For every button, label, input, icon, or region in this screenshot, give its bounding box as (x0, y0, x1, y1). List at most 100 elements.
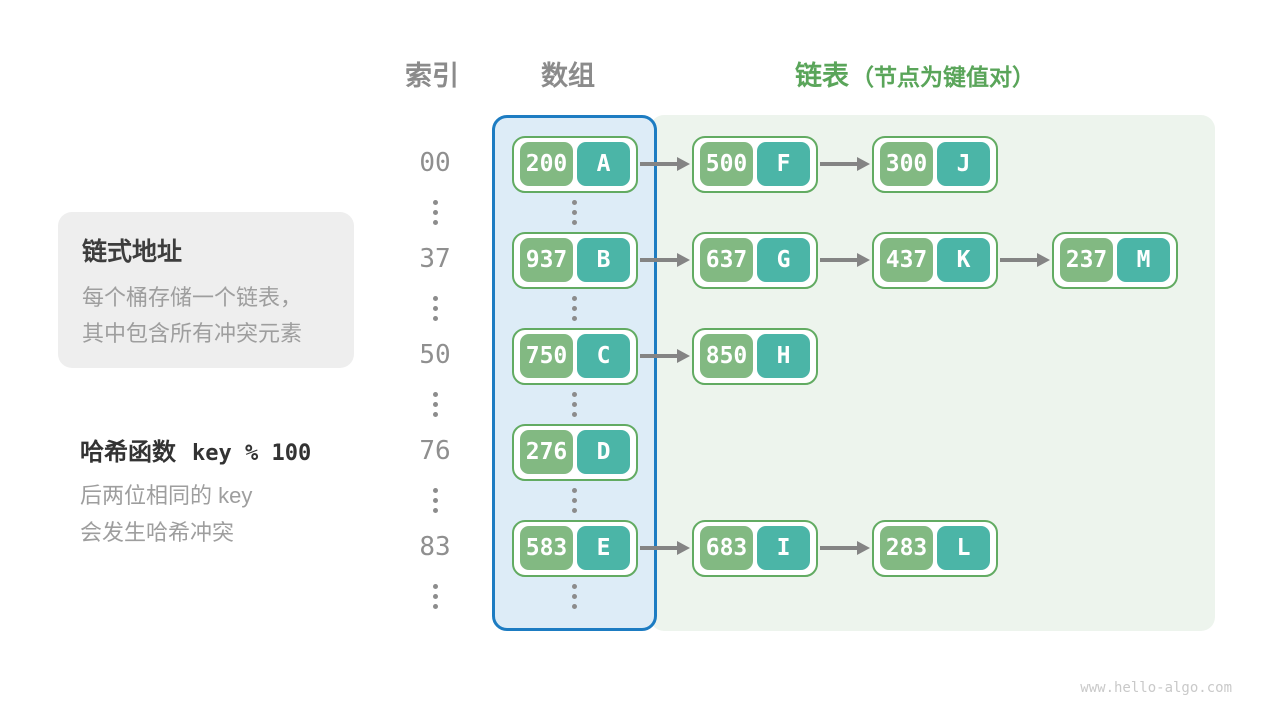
dot (572, 220, 577, 225)
ellipsis-dots (572, 584, 577, 609)
key-cell: 683 (700, 526, 753, 570)
next-pointer-arrow (640, 348, 690, 363)
index-label: 00 (419, 148, 451, 178)
next-pointer-arrow (1000, 252, 1050, 267)
dot (572, 412, 577, 417)
dot (433, 508, 438, 513)
key-cell: 200 (520, 142, 573, 186)
hash-note-line: 后两位相同的 key (80, 483, 253, 508)
dot (433, 392, 438, 397)
index-label: 76 (419, 436, 451, 466)
hash-note-line: 会发生哈希冲突 (80, 520, 235, 545)
value-cell: E (577, 526, 630, 570)
dot (572, 594, 577, 599)
value-cell: M (1117, 238, 1170, 282)
watermark: www.hello-algo.com (1080, 680, 1232, 696)
hash-function-note: 哈希函数 key % 100 后两位相同的 key 会发生哈希冲突 (80, 432, 311, 551)
dot (572, 584, 577, 589)
callout-line: 其中包含所有冲突元素 (82, 321, 303, 346)
ellipsis-dots (433, 296, 438, 321)
key-cell: 283 (880, 526, 933, 570)
dot (433, 584, 438, 589)
ellipsis-dots (433, 488, 438, 513)
key-cell: 583 (520, 526, 573, 570)
value-cell: B (577, 238, 630, 282)
dot (433, 316, 438, 321)
list-header-note: （节点为键值对） (851, 64, 1035, 90)
dot (433, 200, 438, 205)
dot (572, 306, 577, 311)
callout-box: 链式地址 每个桶存储一个链表， 其中包含所有冲突元素 (58, 212, 354, 368)
column-header-index: 索引 (405, 61, 459, 91)
value-cell: L (937, 526, 990, 570)
dot (433, 220, 438, 225)
key-cell: 276 (520, 430, 573, 474)
next-pointer-arrow (640, 252, 690, 267)
callout-title: 链式地址 (82, 238, 183, 266)
key-cell: 937 (520, 238, 573, 282)
next-pointer-arrow (820, 156, 870, 171)
value-cell: H (757, 334, 810, 378)
dot (572, 604, 577, 609)
dot (433, 488, 438, 493)
dot (433, 412, 438, 417)
value-cell: D (577, 430, 630, 474)
value-cell: F (757, 142, 810, 186)
key-cell: 300 (880, 142, 933, 186)
next-pointer-arrow (820, 540, 870, 555)
index-label: 37 (419, 244, 451, 274)
callout-line: 每个桶存储一个链表， (82, 285, 303, 310)
index-label: 50 (419, 340, 451, 370)
ellipsis-dots (572, 200, 577, 225)
key-cell: 500 (700, 142, 753, 186)
dot (433, 210, 438, 215)
next-pointer-arrow (640, 156, 690, 171)
dot (433, 498, 438, 503)
dot (433, 306, 438, 311)
key-cell: 850 (700, 334, 753, 378)
value-cell: C (577, 334, 630, 378)
dot (572, 498, 577, 503)
next-pointer-arrow (820, 252, 870, 267)
ellipsis-dots (572, 296, 577, 321)
dot (433, 402, 438, 407)
ellipsis-dots (572, 488, 577, 513)
dot (572, 200, 577, 205)
dot (433, 604, 438, 609)
dot (572, 316, 577, 321)
dot (572, 402, 577, 407)
ellipsis-dots (572, 392, 577, 417)
value-cell: K (937, 238, 990, 282)
ellipsis-dots (433, 200, 438, 225)
hash-function-label: 哈希函数 (80, 439, 176, 466)
dot (433, 296, 438, 301)
index-label: 83 (419, 532, 451, 562)
dot (572, 296, 577, 301)
column-header-array: 数组 (541, 61, 595, 91)
hash-function-code: key % 100 (192, 441, 312, 466)
value-cell: G (757, 238, 810, 282)
dot (433, 594, 438, 599)
key-cell: 237 (1060, 238, 1113, 282)
list-header-title: 链表 (795, 61, 849, 91)
dot (572, 488, 577, 493)
value-cell: I (757, 526, 810, 570)
dot (572, 392, 577, 397)
value-cell: A (577, 142, 630, 186)
key-cell: 750 (520, 334, 573, 378)
column-header-list: 链表 （节点为键值对） (795, 54, 1035, 93)
dot (572, 210, 577, 215)
ellipsis-dots (433, 584, 438, 609)
